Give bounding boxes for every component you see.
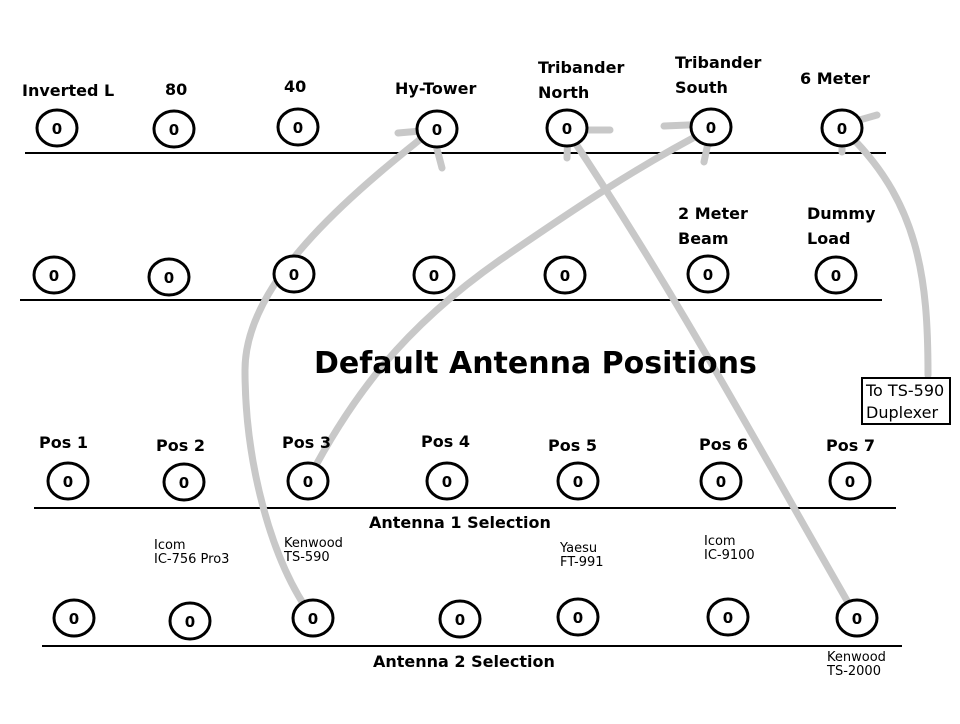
connector-jack-row4-2: 0: [168, 601, 212, 641]
label-pos-4: Pos 4: [421, 432, 470, 451]
connector-jack-row4-5: 0: [556, 597, 600, 637]
connector-jack-row2-4: 0: [412, 255, 456, 295]
connector-jack-row4-1: 0: [52, 598, 96, 638]
label-pos-5: Pos 5: [548, 436, 597, 455]
svg-text:0: 0: [63, 473, 73, 491]
connector-jack-row1-7: 0: [820, 108, 864, 148]
connector-jack-row2-1: 0: [32, 255, 76, 295]
connector-jack-row1-3: 0: [276, 107, 320, 147]
label-2-meter-beam: 2 Meter Beam: [678, 204, 748, 248]
connector-jack-row2-3: 0: [272, 254, 316, 294]
connector-jack-row2-6: 0: [686, 254, 730, 294]
label-dummy-load: Dummy Load: [807, 204, 876, 248]
duplexer-box: To TS-590 Duplexer: [861, 377, 951, 425]
arrow-pos3-to-tribander-south: [304, 124, 716, 484]
svg-text:0: 0: [573, 473, 583, 491]
jack-group: 0 0 0 0 0 0 0 0 0 0 0 0 0 0 0 0 0 0 0 0 0 0 0 0 0 0 0 0: [32, 107, 879, 641]
svg-text:0: 0: [185, 613, 195, 631]
label-tribander-south: Tribander South: [675, 53, 762, 97]
svg-text:0: 0: [429, 267, 439, 285]
svg-text:0: 0: [716, 473, 726, 491]
label-inverted-l: Inverted L: [22, 81, 115, 100]
svg-text:0: 0: [442, 473, 452, 491]
svg-text:0: 0: [52, 120, 62, 138]
connector-jack-row2-5: 0: [543, 255, 587, 295]
svg-text:0: 0: [845, 473, 855, 491]
label-pos-2: Pos 2: [156, 436, 205, 455]
label-pos-3: Pos 3: [282, 433, 331, 452]
svg-text:0: 0: [562, 120, 572, 138]
connector-jack-row1-6: 0: [689, 107, 733, 147]
svg-text:0: 0: [69, 610, 79, 628]
label-40: 40: [284, 77, 307, 96]
connector-jack-row3-3: 0: [286, 461, 330, 501]
connector-jack-row3-6: 0: [699, 461, 743, 501]
connector-jack-row3-7: 0: [828, 461, 872, 501]
duplexer-line2: Duplexer: [866, 403, 939, 422]
svg-text:0: 0: [837, 120, 847, 138]
label-hy-tower: Hy-Tower: [395, 79, 477, 98]
svg-text:0: 0: [573, 609, 583, 627]
connector-jack-row4-3: 0: [291, 598, 335, 638]
svg-text:0: 0: [852, 610, 862, 628]
svg-text:0: 0: [179, 474, 189, 492]
svg-text:0: 0: [703, 266, 713, 284]
svg-text:0: 0: [49, 267, 59, 285]
connector-jack-row3-5: 0: [556, 461, 600, 501]
svg-text:0: 0: [303, 473, 313, 491]
svg-text:0: 0: [831, 267, 841, 285]
connector-jack-row1-4: 0: [415, 109, 459, 149]
connector-jack-row2-2: 0: [147, 257, 191, 297]
connector-jack-row4-7: 0: [835, 598, 879, 638]
svg-text:0: 0: [723, 609, 733, 627]
connector-jack-row4-6: 0: [706, 597, 750, 637]
svg-text:0: 0: [293, 119, 303, 137]
connector-jack-row2-7: 0: [814, 255, 858, 295]
antenna-2-selection-label: Antenna 2 Selection: [373, 652, 555, 671]
label-80: 80: [165, 80, 188, 99]
label-pos-6: Pos 6: [699, 435, 748, 454]
svg-text:0: 0: [455, 611, 465, 629]
antenna-1-selection-label: Antenna 1 Selection: [369, 513, 551, 532]
svg-text:0: 0: [164, 269, 174, 287]
svg-text:0: 0: [432, 121, 442, 139]
connector-jack-row3-1: 0: [46, 461, 90, 501]
arrow-ts2000-to-tribander-north: [566, 131, 861, 622]
connector-jack-row4-4: 0: [438, 599, 482, 639]
svg-text:0: 0: [169, 121, 179, 139]
connector-jack-row1-5: 0: [545, 108, 589, 148]
svg-text:0: 0: [308, 610, 318, 628]
connector-jack-row1-1: 0: [35, 108, 79, 148]
connector-jack-row3-2: 0: [162, 462, 206, 502]
diagram-title: Default Antenna Positions: [314, 346, 757, 381]
connector-jack-row3-4: 0: [425, 461, 469, 501]
svg-text:0: 0: [706, 119, 716, 137]
label-6-meter: 6 Meter: [800, 69, 870, 88]
connector-jack-row1-2: 0: [152, 109, 196, 149]
arrow-duplexer-to-6meter: [838, 124, 932, 379]
duplexer-line1: To TS-590: [866, 381, 945, 400]
arrow-ts590-to-hytower: [241, 126, 436, 622]
svg-text:0: 0: [289, 266, 299, 284]
label-pos-7: Pos 7: [826, 436, 875, 455]
label-pos-1: Pos 1: [39, 433, 88, 452]
svg-text:0: 0: [560, 267, 570, 285]
label-tribander-north: Tribander North: [538, 58, 625, 102]
